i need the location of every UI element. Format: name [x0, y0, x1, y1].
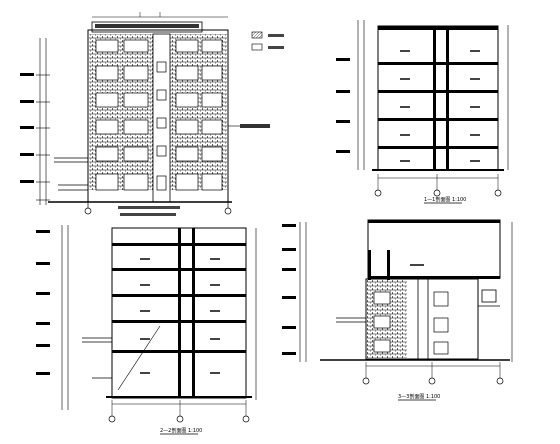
s2-dimension-column — [61, 225, 257, 410]
section-2-2-title: 2—2剖面图 1:100 — [160, 427, 202, 434]
s3-axis-bubbles — [362, 377, 504, 385]
section-3-3-view: 3—3剖面图 1:100 — [282, 219, 513, 401]
entrance-canopy — [54, 157, 88, 191]
stair-windows — [156, 61, 167, 191]
s3-roof-slab — [368, 220, 500, 223]
s1-level-marks — [336, 58, 350, 153]
s3-level-marks — [282, 224, 296, 355]
s1-floor-slabs — [372, 26, 504, 171]
elevation-dimension-column — [36, 38, 50, 205]
roof-parapet-text-band — [95, 24, 199, 28]
s2-level-marks — [36, 230, 50, 375]
s3-hall-walls — [368, 250, 390, 280]
s3-dimension-column — [299, 222, 513, 362]
facade-tile-hatch-left — [89, 34, 153, 190]
legend — [251, 31, 284, 51]
s1-central-walls — [433, 26, 449, 170]
section-1-1-title: 1—1剖面图 1:100 — [424, 196, 466, 203]
s1-axis-bubbles — [374, 189, 502, 197]
top-dimension — [92, 12, 228, 18]
s2-axis-bubbles — [108, 415, 250, 423]
section-1-1-view: 1—1剖面图 1:100 — [336, 20, 509, 204]
s1-dimension-column — [357, 20, 509, 170]
axis-bubbles — [84, 202, 232, 215]
s3-canopy — [336, 317, 366, 323]
facade-tile-hatch-right — [170, 34, 227, 190]
front-elevation-title-mark — [118, 206, 180, 216]
s3-hall-floor — [368, 276, 500, 279]
s2-room-labels — [140, 258, 220, 374]
s3-hall-label — [410, 264, 424, 266]
s2-ramp — [117, 325, 161, 391]
s1-bottom-dimension — [377, 174, 499, 190]
roof-parapet — [91, 21, 203, 33]
facade-windows — [95, 39, 223, 191]
s2-central-walls — [178, 228, 195, 398]
s3-bottom-dimension — [365, 362, 501, 378]
elevation-level-marks — [20, 73, 34, 183]
s3-right-detail — [478, 289, 500, 307]
section-3-3-title: 3—3剖面图 1:100 — [398, 393, 440, 400]
s1-room-labels — [400, 50, 480, 162]
s2-canopy — [82, 337, 112, 379]
s3-stair-core — [417, 278, 429, 360]
material-note — [240, 124, 270, 128]
front-elevation-view — [20, 12, 284, 216]
s2-bottom-dimension — [111, 400, 247, 416]
section-2-2-view: 2—2剖面图 1:100 — [36, 225, 257, 435]
s3-lower-windows — [373, 291, 449, 355]
